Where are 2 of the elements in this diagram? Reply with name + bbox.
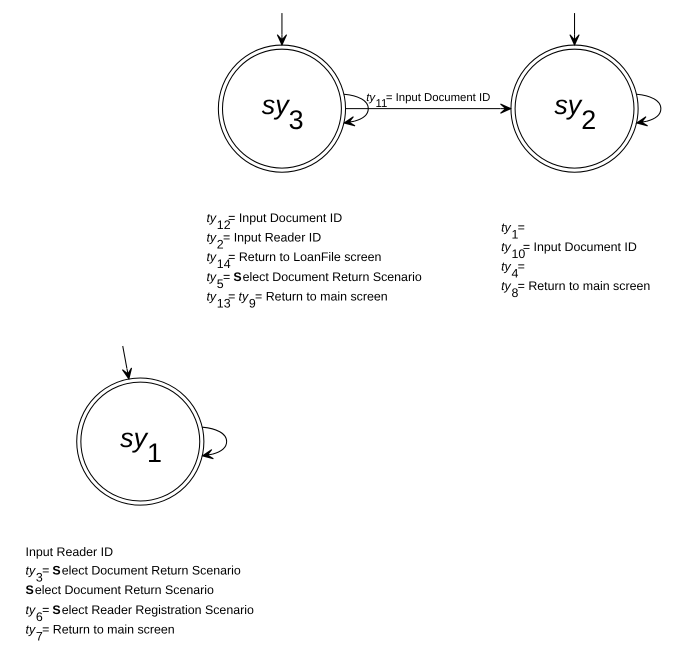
label: Input Reader ID: [26, 544, 114, 559]
label: Select Document Return Scenario: [26, 583, 214, 598]
